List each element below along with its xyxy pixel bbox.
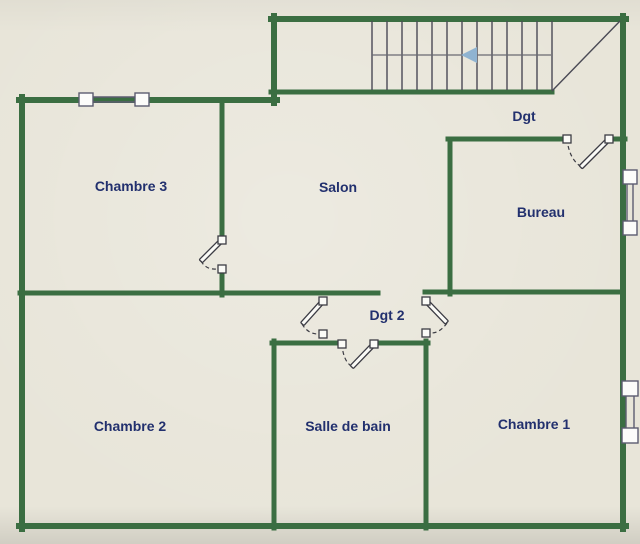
- room-labels: Chambre 3 Salon Dgt Bureau Dgt 2 Chambre…: [94, 108, 571, 434]
- chambre1-window: [621, 380, 639, 444]
- room-label-chambre1: Chambre 1: [498, 416, 571, 432]
- room-label-bureau: Bureau: [517, 204, 565, 220]
- room-label-chambre3: Chambre 3: [95, 178, 168, 194]
- stair-direction-arrow-icon: [461, 47, 477, 63]
- chambre2-door: [300, 296, 328, 339]
- room-label-salon: Salon: [319, 179, 357, 195]
- chambre3-door: [198, 235, 227, 274]
- top-wall-window: [78, 92, 150, 107]
- room-label-salle-de-bain: Salle de bain: [305, 418, 391, 434]
- stair-diagonal-line: [551, 20, 621, 92]
- bureau-door: [562, 134, 614, 170]
- room-label-dgt2: Dgt 2: [370, 307, 405, 323]
- room-label-chambre2: Chambre 2: [94, 418, 167, 434]
- salle-de-bain-door: [337, 339, 379, 369]
- room-label-dgt: Dgt: [512, 108, 536, 124]
- bureau-window: [622, 169, 638, 236]
- staircase: [268, 20, 621, 95]
- interior-walls: [17, 97, 628, 531]
- chambre1-door: [421, 296, 449, 338]
